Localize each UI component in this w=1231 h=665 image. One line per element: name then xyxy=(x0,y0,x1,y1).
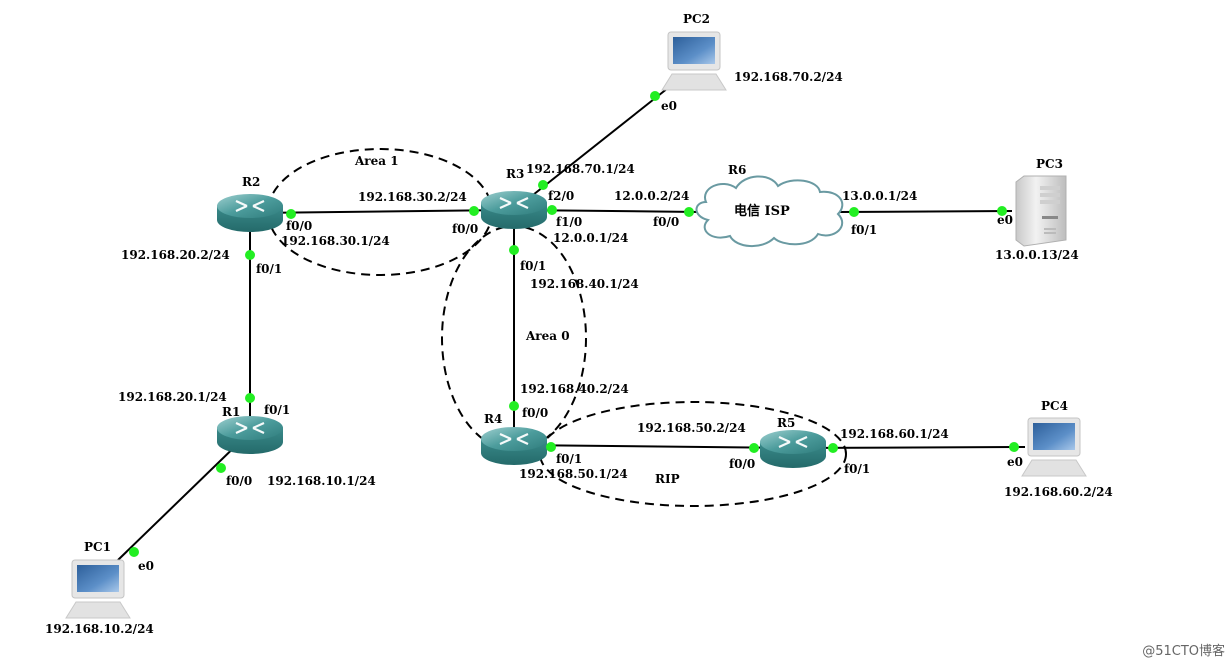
link-r5-pc4 xyxy=(792,446,1026,449)
port-dot xyxy=(245,393,255,403)
node-label: R1 xyxy=(222,405,241,419)
port-label: e0 xyxy=(138,559,154,573)
ip-label: 192.168.70.2/24 xyxy=(734,70,843,84)
area-label: RIP xyxy=(655,472,680,486)
link-r3-pc2 xyxy=(513,87,669,211)
port-label: f0/1 xyxy=(851,223,878,237)
port-dot xyxy=(286,209,296,219)
node-label: R6 xyxy=(728,163,747,177)
link-r4-r5 xyxy=(513,444,794,449)
node-label: R4 xyxy=(484,412,503,426)
node-label: R5 xyxy=(777,416,796,430)
ip-label: 192.168.10.1/24 xyxy=(267,474,376,488)
port-dot xyxy=(684,207,694,217)
port-dot xyxy=(547,205,557,215)
port-label: f1/0 xyxy=(556,215,583,229)
link-r1-pc1 xyxy=(117,431,251,561)
cloud-icon xyxy=(695,175,844,247)
port-label: e0 xyxy=(997,213,1013,227)
ip-label: 192.168.70.1/24 xyxy=(526,162,635,176)
ip-label: 192.168.50.2/24 xyxy=(637,421,746,435)
port-dot xyxy=(469,206,479,216)
cloud-text: 电信 ISP xyxy=(734,204,790,219)
node-label: R2 xyxy=(242,175,261,189)
port-label: f0/0 xyxy=(729,457,756,471)
port-dot xyxy=(546,442,556,452)
port-dot xyxy=(650,91,660,101)
ip-label: 192.168.60.2/24 xyxy=(1004,485,1113,499)
router-icon-r3[interactable] xyxy=(481,191,547,229)
ip-label: 192.168.40.1/24 xyxy=(530,277,639,291)
port-label: f0/1 xyxy=(256,262,283,276)
router-icon-r1[interactable] xyxy=(217,416,283,454)
port-label: f0/1 xyxy=(844,462,871,476)
port-dot xyxy=(509,245,519,255)
ip-label: 192.168.30.2/24 xyxy=(358,190,467,204)
pc-icon[interactable] xyxy=(65,559,131,619)
port-label: f0/0 xyxy=(653,215,680,229)
pc-icon[interactable] xyxy=(1021,417,1087,477)
router-icon-r4[interactable] xyxy=(481,427,547,465)
ip-label: 192.168.30.1/24 xyxy=(281,234,390,248)
ip-label: 13.0.0.13/24 xyxy=(995,248,1079,262)
port-dot xyxy=(538,180,548,190)
port-label: f0/1 xyxy=(264,403,291,417)
pc-icon[interactable] xyxy=(661,31,727,91)
port-label: f0/0 xyxy=(522,406,549,420)
ip-label: 192.168.40.2/24 xyxy=(520,382,629,396)
ip-label: 12.0.0.2/24 xyxy=(614,189,690,203)
ip-label: 192.168.10.2/24 xyxy=(45,622,154,636)
router-icon-r2[interactable] xyxy=(217,194,283,232)
link-r6-pc3 xyxy=(839,210,1013,213)
port-dot xyxy=(1009,442,1019,452)
ip-label: 192.168.50.1/24 xyxy=(519,467,628,481)
ip-label: 12.0.0.1/24 xyxy=(553,231,629,245)
port-label: f0/0 xyxy=(286,219,313,233)
port-dot xyxy=(245,250,255,260)
port-dot xyxy=(997,206,1007,216)
ip-label: 192.168.20.1/24 xyxy=(118,390,227,404)
watermark: @51CTO博客 xyxy=(1142,644,1225,659)
server-icon[interactable] xyxy=(1015,175,1067,247)
ip-label: 13.0.0.1/24 xyxy=(842,189,918,203)
port-label: f2/0 xyxy=(548,189,575,203)
node-label: R3 xyxy=(506,167,525,181)
router-icon-r5[interactable] xyxy=(760,430,826,468)
port-label: f0/0 xyxy=(452,222,479,236)
node-label: PC1 xyxy=(84,540,111,554)
port-dot xyxy=(216,463,226,473)
port-label: f0/0 xyxy=(226,474,253,488)
port-label: e0 xyxy=(1007,455,1023,469)
port-dot xyxy=(749,443,759,453)
port-label: f0/1 xyxy=(556,452,583,466)
node-label: PC2 xyxy=(683,12,710,26)
area-label: Area 1 xyxy=(355,154,399,168)
port-label: f0/1 xyxy=(520,259,547,273)
ip-label: 192.168.60.1/24 xyxy=(840,427,949,441)
node-label: PC4 xyxy=(1041,399,1068,413)
port-dot xyxy=(509,401,519,411)
port-dot xyxy=(129,547,139,557)
rip-boundary xyxy=(539,401,847,507)
area-label: Area 0 xyxy=(526,329,570,343)
port-dot xyxy=(849,207,859,217)
node-label: PC3 xyxy=(1036,157,1063,171)
ip-label: 192.168.20.2/24 xyxy=(121,248,230,262)
port-label: e0 xyxy=(661,99,677,113)
port-dot xyxy=(828,443,838,453)
